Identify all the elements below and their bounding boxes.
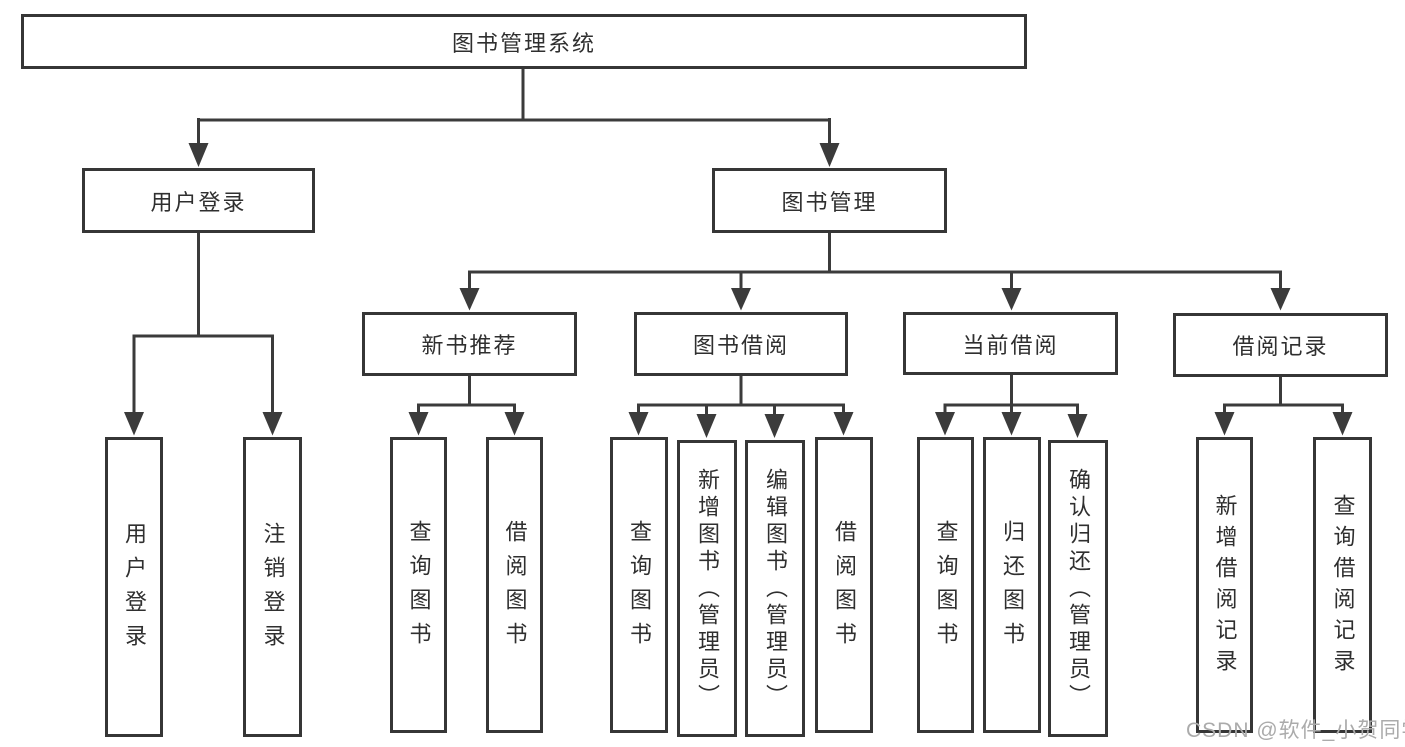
leaf-label: 查询图书 <box>406 520 432 656</box>
leaf-label: 查询图书 <box>933 520 959 656</box>
leaf-label: 新增借阅记录 <box>1212 494 1238 680</box>
connector-newbook-to-leaves <box>417 376 516 413</box>
leaf-cb-confirm-return-admin: 确认归还（管理员） <box>1048 440 1108 737</box>
node-current-borrowing: 当前借阅 <box>903 312 1118 375</box>
arrow-icon <box>628 412 649 436</box>
watermark: CSDN @软件_小贺同学 <box>1186 719 1405 742</box>
arrow-icon <box>819 143 840 167</box>
arrow-icon <box>1001 288 1022 311</box>
arrow-icon <box>696 414 717 438</box>
arrow-icon <box>764 414 785 438</box>
connector-bookmgmt-to-level3 <box>468 233 1282 288</box>
leaf-label: 借阅图书 <box>832 520 857 656</box>
node-library-management-system: 图书管理系统 <box>21 14 1027 69</box>
arrow-icon <box>1214 412 1235 436</box>
node-new-book-recommend: 新书推荐 <box>362 312 577 376</box>
arrowheads <box>124 143 1353 438</box>
arrow-icon <box>731 288 751 311</box>
arrow-icon <box>1001 412 1022 436</box>
leaf-br-add-record: 新增借阅记录 <box>1196 437 1253 733</box>
arrow-icon <box>1332 412 1353 436</box>
node-label: 图书管理 <box>781 189 878 215</box>
leaf-user-login: 用户登录 <box>105 437 163 737</box>
leaf-logout: 注销登录 <box>243 437 302 737</box>
leaf-cb-return-book: 归还图书 <box>983 437 1041 733</box>
node-user-login: 用户登录 <box>82 168 315 233</box>
arrow-icon <box>262 412 283 436</box>
connector-root-to-level2 <box>197 69 831 146</box>
leaf-label: 查询借阅记录 <box>1330 494 1356 680</box>
node-book-borrowing: 图书借阅 <box>634 312 848 376</box>
leaf-label: 确认归还（管理员） <box>1066 468 1091 711</box>
arrow-icon <box>833 412 854 436</box>
connector-userlogin-to-leaves <box>132 233 274 413</box>
node-label: 图书管理系统 <box>451 30 596 56</box>
leaf-nb-borrow-book: 借阅图书 <box>486 437 543 733</box>
leaf-label: 查询图书 <box>627 520 652 656</box>
connector-bookborrow-to-leaves <box>637 376 845 415</box>
leaf-label: 借阅图书 <box>502 520 528 656</box>
arrow-icon <box>1270 288 1291 311</box>
node-book-management: 图书管理 <box>712 168 947 233</box>
arrow-icon <box>459 288 480 311</box>
arrow-icon <box>504 412 525 436</box>
node-label: 图书借阅 <box>692 333 789 358</box>
arrow-icon <box>1067 414 1088 438</box>
node-label: 借阅记录 <box>1232 334 1329 359</box>
connector-borrowrecord-to-leaves <box>1223 377 1344 413</box>
arrow-icon <box>408 412 429 436</box>
leaf-label: 归还图书 <box>1000 520 1025 656</box>
leaf-bb-edit-book-admin: 编辑图书（管理员） <box>745 440 805 737</box>
leaf-label: 注销登录 <box>260 522 286 658</box>
node-borrowing-records: 借阅记录 <box>1173 313 1388 377</box>
node-label: 用户登录 <box>150 189 247 215</box>
leaf-label: 用户登录 <box>122 522 147 658</box>
leaf-label: 新增图书（管理员） <box>695 468 720 711</box>
leaf-br-query-record: 查询借阅记录 <box>1313 437 1372 733</box>
leaf-bb-query-book: 查询图书 <box>610 437 668 733</box>
leaf-bb-borrow-book: 借阅图书 <box>815 437 873 733</box>
arrow-icon <box>935 412 955 436</box>
leaf-label: 编辑图书（管理员） <box>763 468 788 711</box>
arrow-icon <box>188 143 209 167</box>
leaf-nb-query-book: 查询图书 <box>390 437 447 733</box>
node-label: 新书推荐 <box>421 333 518 358</box>
leaf-bb-add-book-admin: 新增图书（管理员） <box>677 440 737 737</box>
arrow-icon <box>124 412 144 436</box>
connector-currentborrow-to-leaves <box>943 374 1079 415</box>
leaf-cb-query-book: 查询图书 <box>917 437 974 733</box>
node-label: 当前借阅 <box>962 332 1059 358</box>
